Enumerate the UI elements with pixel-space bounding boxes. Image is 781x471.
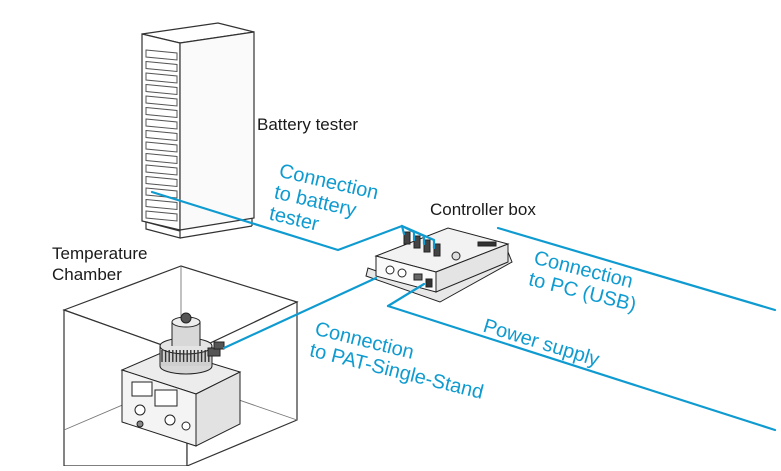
- cabinet-drawer: [145, 95, 178, 107]
- cabinet-drawer: [145, 60, 178, 73]
- line-power-supply-link: [386, 282, 426, 308]
- cabinet-drawer: [145, 72, 178, 84]
- battery-tester-cabinet: [141, 22, 255, 239]
- controller-box-label: Controller box: [430, 200, 536, 219]
- temperature-chamber-label-line1: Temperature: [52, 244, 148, 263]
- connection-lines: [150, 190, 777, 432]
- cabinet-drawer: [145, 187, 178, 199]
- cabinet-drawer: [145, 198, 178, 211]
- cabinet-drawer: [145, 118, 178, 130]
- cabinet-drawer: [145, 141, 178, 153]
- line-to-battery-tester-branch: [400, 224, 436, 250]
- pat-single-stand-device: [120, 312, 242, 447]
- cabinet-drawer: [145, 152, 178, 165]
- battery-tester-label: Battery tester: [257, 115, 359, 134]
- controller-box: [365, 227, 513, 303]
- line-power-supply: [386, 304, 777, 432]
- line-to-battery-tester: [150, 190, 406, 252]
- cabinet-drawer: [145, 175, 178, 188]
- line-to-pc-usb: [496, 226, 777, 312]
- cabinet-drawer: [145, 164, 178, 176]
- cabinet-drawer: [145, 49, 178, 61]
- cabinet-drawer: [145, 83, 178, 96]
- cabinet-drawer: [145, 210, 178, 222]
- cabinet-drawer: [145, 129, 178, 142]
- line-to-pat-single-stand: [222, 276, 378, 350]
- cabinet-drawer: [145, 106, 178, 119]
- temperature-chamber-label-line2: Chamber: [52, 265, 122, 284]
